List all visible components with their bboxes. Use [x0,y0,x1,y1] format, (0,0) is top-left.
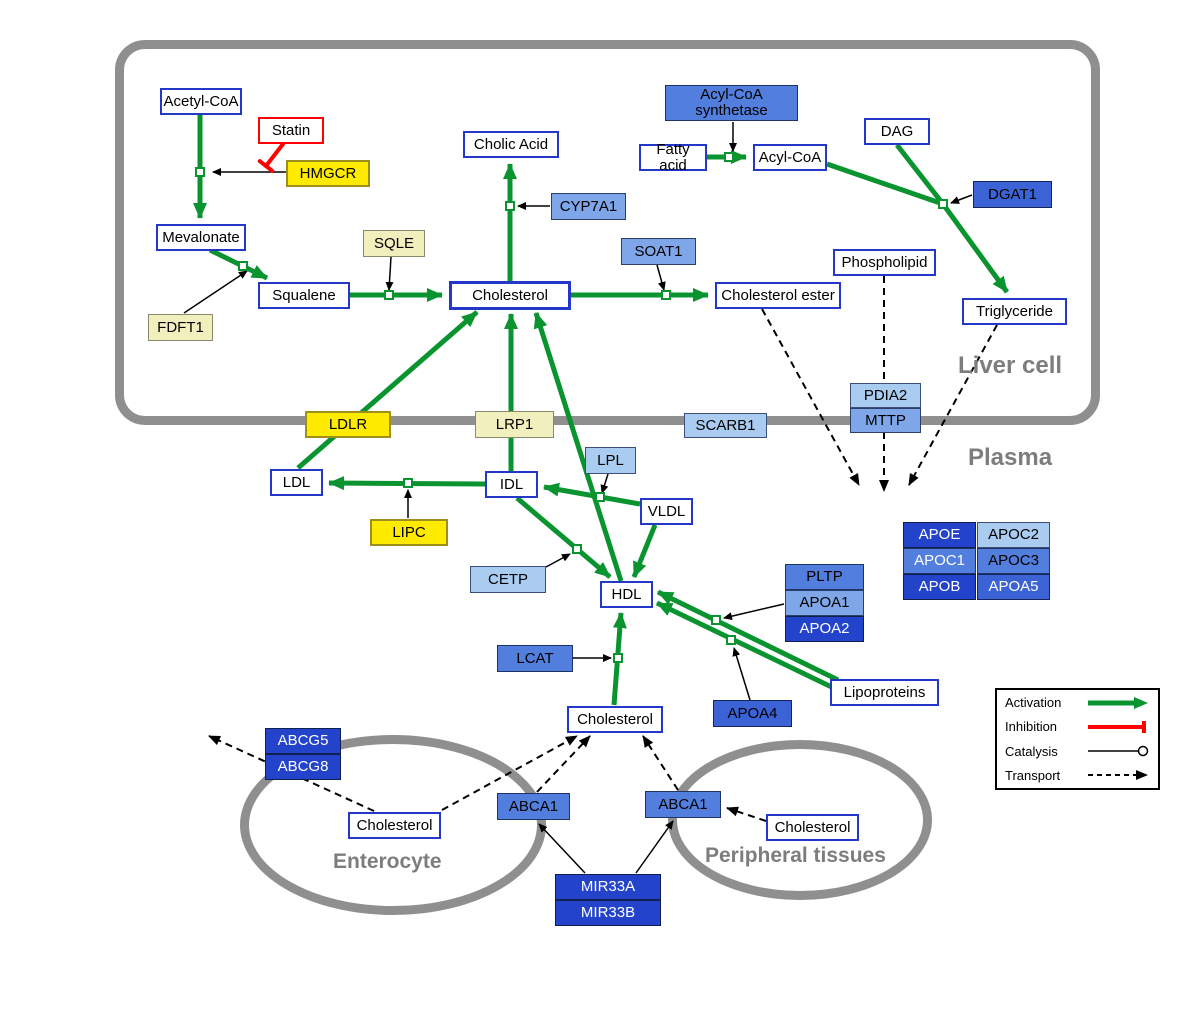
node-hdl: HDL [600,581,653,608]
liver-cell-label: Liver cell [958,352,1063,379]
node-acyl-coa: Acyl-CoA [753,144,827,171]
node-cetp: CETP [470,566,546,593]
activation-arrow-icon [1088,696,1148,709]
node-cholesterol-liver: Cholesterol [449,281,571,310]
node-lpl: LPL [585,447,636,474]
peripheral-tissues-membrane [668,740,932,900]
node-cholesterol-plasma: Cholesterol [567,706,663,733]
node-cholesterol-ester: Cholesterol ester [715,282,841,309]
node-pltp: PLTP [785,564,864,590]
node-ldl: LDL [270,469,323,496]
legend-row-catalysis: Catalysis [1005,744,1150,759]
legend: Activation Inhibition Catalysis Transpor… [995,688,1160,790]
transport-arrow-icon [1088,770,1148,781]
catalysis-circle-icon [1088,745,1149,757]
peripheral-tissues-label: Peripheral tissues [705,844,886,867]
node-lipc: LIPC [370,519,448,546]
node-apoa2: APOA2 [785,616,864,642]
node-dgat1: DGAT1 [973,181,1052,208]
liver-cell-membrane [115,40,1100,425]
plasma-label: Plasma [968,444,1053,471]
node-abca1-peripheral: ABCA1 [645,791,721,818]
node-mir33b: MIR33B [555,900,661,926]
node-vldl: VLDL [640,498,693,525]
node-apoc2: APOC2 [977,522,1050,548]
node-apoa4: APOA4 [713,700,792,727]
legend-row-transport: Transport [1005,768,1150,783]
node-mttp: MTTP [850,408,921,433]
reaction-node-squares [195,152,948,663]
node-sqle: SQLE [363,230,425,257]
node-fdft1: FDFT1 [148,314,213,341]
node-dag: DAG [864,118,930,145]
node-phospholipid: Phospholipid [833,249,936,276]
node-abca1-enterocyte: ABCA1 [497,793,570,820]
node-lcat: LCAT [497,645,573,672]
node-idl: IDL [485,471,538,498]
node-apoe: APOE [903,522,976,548]
node-apoa1: APOA1 [785,590,864,616]
node-lipoproteins: Lipoproteins [830,679,939,706]
inhibition-edge [257,142,285,173]
node-ldlr: LDLR [305,411,391,438]
node-statin: Statin [258,117,324,144]
legend-row-activation: Activation [1005,695,1150,710]
node-abcg8: ABCG8 [265,754,341,780]
legend-activation-label: Activation [1005,695,1062,710]
node-triglyceride: Triglyceride [962,298,1067,325]
catalysis-edges [183,122,973,874]
node-mir33a: MIR33A [555,874,661,900]
node-cyp7a1: CYP7A1 [551,193,626,220]
node-apoc1: APOC1 [903,548,976,574]
node-mevalonate: Mevalonate [156,224,246,251]
enterocyte-label: Enterocyte [333,850,442,873]
node-apob: APOB [903,574,976,600]
node-cholesterol-enterocyte: Cholesterol [348,812,441,839]
node-acyl-coa-synthetase: Acyl-CoA synthetase [665,85,798,121]
node-abcg5: ABCG5 [265,728,341,754]
node-lrp1: LRP1 [475,411,554,438]
node-pdia2: PDIA2 [850,383,921,408]
legend-catalysis-label: Catalysis [1005,743,1058,759]
node-squalene: Squalene [258,282,350,309]
legend-inhibition-label: Inhibition [1005,719,1058,735]
node-acetyl-coa: Acetyl-CoA [160,88,242,115]
node-fatty-acid: Fatty acid [639,141,707,173]
node-scarb1: SCARB1 [684,413,767,438]
legend-row-inhibition: Inhibition [1005,719,1150,734]
node-soat1: SOAT1 [621,238,696,265]
inhibition-bar-icon [1088,720,1146,733]
node-cholic-acid: Cholic Acid [463,131,559,158]
node-cholesterol-peripheral: Cholesterol [766,814,859,841]
node-apoa5: APOA5 [977,574,1050,600]
node-hmgcr: HMGCR [286,160,370,187]
node-apoc3: APOC3 [977,548,1050,574]
legend-transport-label: Transport [1005,767,1061,783]
